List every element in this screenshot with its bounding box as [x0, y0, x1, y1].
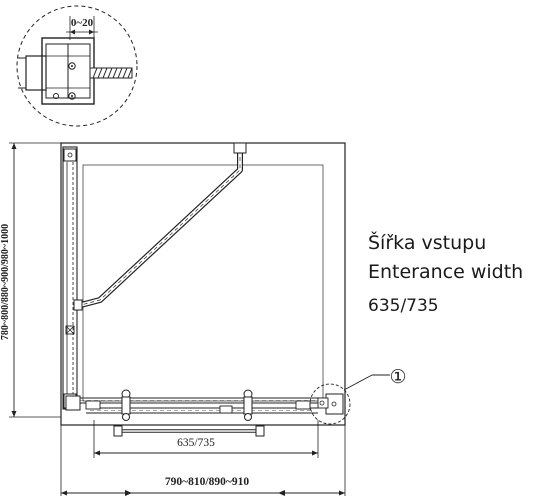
door-handle — [113, 425, 265, 437]
entrance-width-title-cz: Šířka vstupu — [368, 232, 487, 254]
sliding-door-rails — [65, 389, 335, 437]
callout-leader — [343, 374, 373, 391]
detail-circle — [16, 5, 138, 127]
right-wall-profile — [317, 393, 344, 415]
left-bottom-stopper — [85, 400, 101, 410]
depth-label: 780~800/880~900/980~1000 — [0, 224, 11, 340]
width-label: 790~810/890~910 — [165, 476, 249, 488]
callout-marker: ① — [389, 366, 406, 388]
left-wall-profile — [62, 146, 78, 410]
tray-outline — [60, 142, 346, 426]
entrance-label: 635/735 — [177, 437, 215, 449]
detail-gap-label: 0~20 — [71, 17, 94, 29]
detail-screw-bottom — [68, 92, 76, 100]
left-corner-block — [65, 395, 81, 411]
roller-left — [121, 389, 131, 421]
right-bottom-stopper — [295, 400, 311, 410]
detail-screw-top — [68, 62, 76, 70]
callout-circle — [309, 383, 351, 425]
support-bar — [73, 142, 247, 311]
entrance-dimension: 635/735 — [93, 420, 319, 458]
width-dimension: 790~810/890~910 — [60, 425, 346, 496]
detail-glass-hatch — [89, 67, 133, 79]
inner-floor — [82, 164, 324, 402]
center-stopper — [219, 405, 233, 414]
entrance-width-value: 635/735 — [368, 296, 439, 316]
detail-view: 0~20 — [16, 5, 138, 127]
detail-wall-profile — [25, 55, 47, 91]
roller-right — [243, 389, 253, 421]
support-bar-glass-clamp — [73, 299, 83, 311]
depth-dimension: 780~800/880~900/980~1000 — [0, 142, 61, 418]
support-bar-wall-mount — [233, 142, 247, 154]
entrance-width-title-en: Enterance width — [368, 261, 524, 283]
